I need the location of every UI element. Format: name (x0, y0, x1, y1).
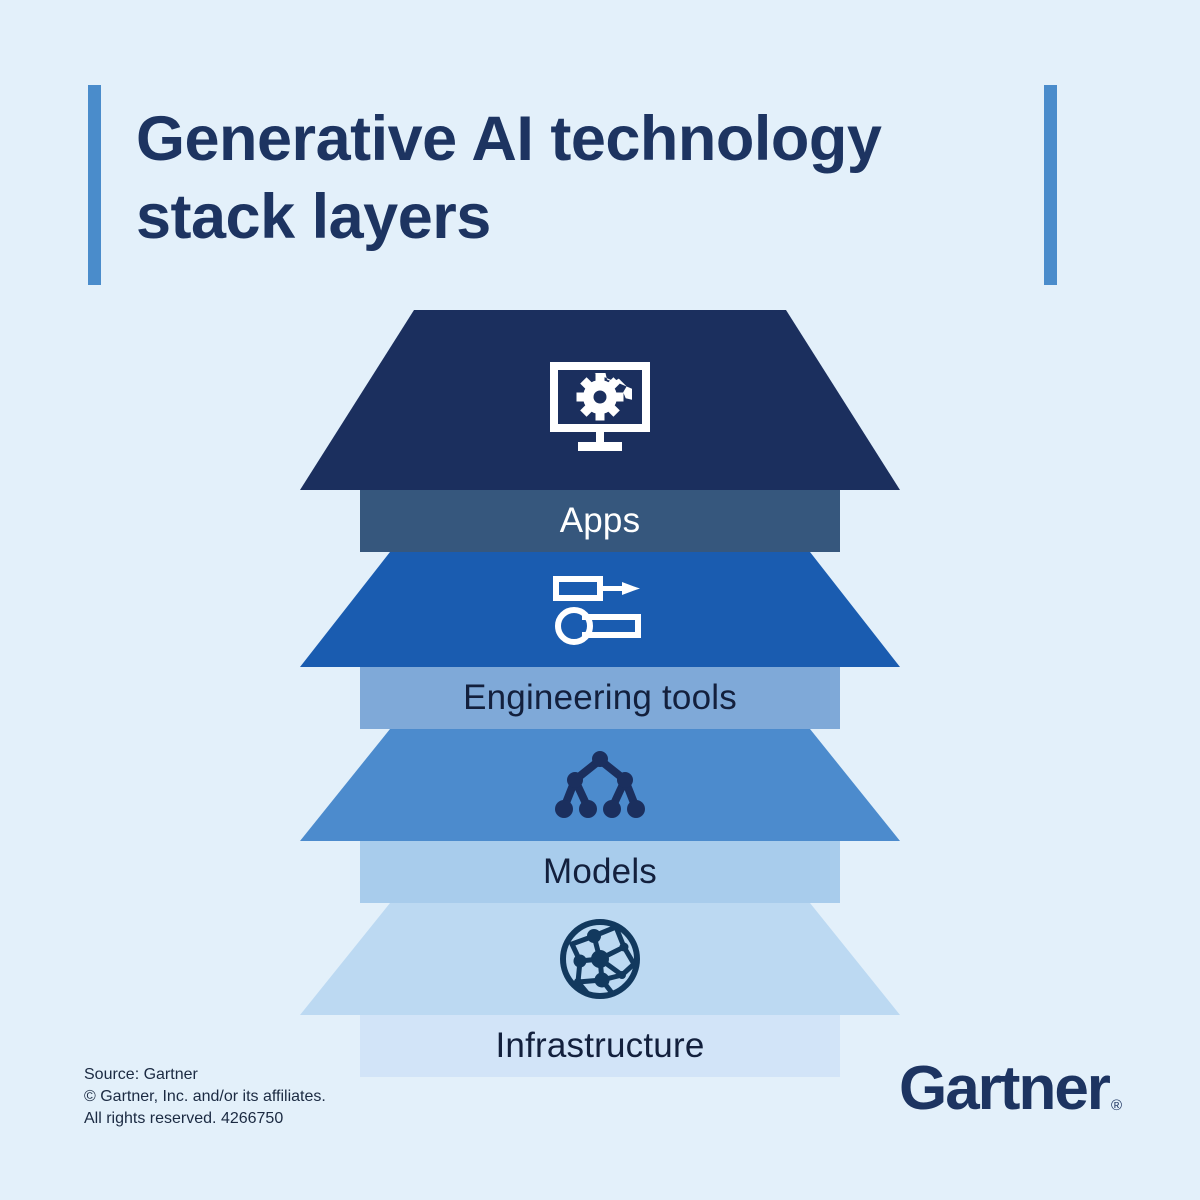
stack-layer-infrastructure-slope (300, 903, 900, 1015)
stack-layer-engineering-tools-band: Engineering tools (360, 667, 840, 729)
stack-layer-apps[interactable]: Apps (300, 310, 900, 552)
stack-layer-infrastructure-label: Infrastructure (495, 1026, 705, 1065)
stack-layer-models-slope (300, 729, 900, 841)
stack-layer-apps-band: Apps (360, 490, 840, 552)
stack-layer-models-band: Models (360, 841, 840, 903)
technology-stack-pyramid: Apps Engineering tools (300, 310, 900, 1077)
accent-bar-left (88, 85, 101, 285)
page-title: Generative AI technology stack layers (136, 104, 882, 252)
trapezoid-shape-engineering-tools (300, 552, 900, 667)
registered-trademark-icon: ® (1110, 1097, 1122, 1114)
gartner-logo: Gartner ® (899, 1058, 1122, 1120)
accent-bar-right (1044, 85, 1057, 285)
stack-layer-apps-slope (300, 310, 900, 490)
stack-layer-apps-label: Apps (559, 501, 641, 540)
stack-layer-infrastructure-band: Infrastructure (360, 1015, 840, 1077)
stack-layer-infrastructure[interactable]: Infrastructure (300, 903, 900, 1077)
trapezoid-shape-apps (300, 310, 900, 490)
stack-layer-engineering-tools[interactable]: Engineering tools (300, 552, 900, 729)
stack-layer-engineering-tools-slope (300, 552, 900, 667)
header: Generative AI technology stack layers (0, 0, 1200, 300)
source-attribution: Source: Gartner © Gartner, Inc. and/or i… (84, 1066, 326, 1127)
gartner-wordmark: Gartner (898, 1054, 1111, 1123)
stack-layer-models[interactable]: Models (300, 729, 900, 903)
trapezoid-shape-models (300, 729, 900, 841)
stack-layer-engineering-tools-label: Engineering tools (463, 678, 737, 717)
stack-layer-models-label: Models (542, 852, 658, 891)
trapezoid-shape-infrastructure (300, 903, 900, 1015)
